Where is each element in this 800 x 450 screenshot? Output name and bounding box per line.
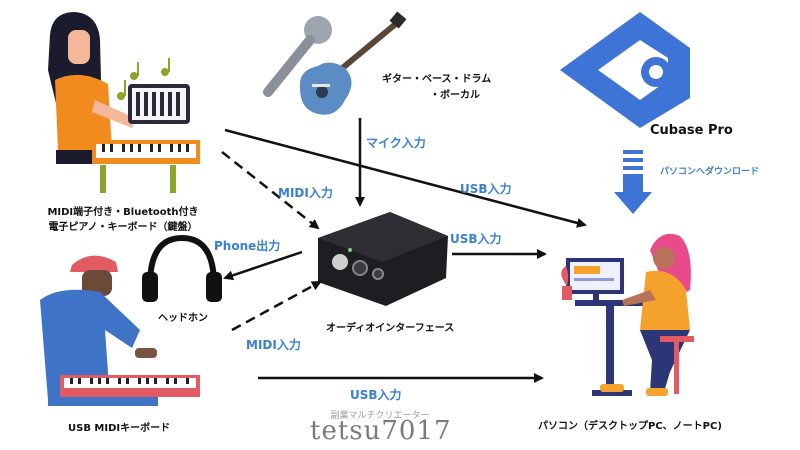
edge-label-usb-input-piano: USB入力 (460, 182, 512, 196)
edge-label-download: パソコンへダウンロード (660, 167, 760, 177)
usb-keyboard-label: USB MIDIキーボード (68, 423, 171, 434)
pc-user-illustration (561, 233, 694, 396)
piano-label-line2: 電子ピアノ・キーボード（鍵盤） (48, 222, 198, 233)
headphones-label: ヘッドホン (158, 313, 208, 324)
piano-label-line1: MIDI端子付き・Bluetooth付き (47, 207, 199, 218)
audio-interface-illustration (318, 212, 448, 306)
music-note-icon (117, 58, 170, 100)
watermark-subtitle: 副業マルチクリエーター (330, 411, 430, 421)
pc-label: パソコン（デスクトップPC、ノートPC) (538, 421, 722, 432)
edge-keyboard-to-interface (231, 280, 322, 332)
edge-label-usb-input-keyboard: USB入力 (350, 388, 402, 402)
usb-keyboard-player-illustration (40, 255, 200, 406)
edge-label-usb-input-interface: USB入力 (450, 232, 502, 246)
watermark-name: tetsu7017 (310, 416, 452, 446)
instruments-label-line2: ・ボーカル (430, 90, 480, 101)
cubase-label: Cubase Pro (650, 123, 733, 138)
edge-label-phone-output: Phone出力 (214, 239, 281, 253)
microphone-icon (263, 16, 332, 97)
instruments-label-line1: ギター・ベース・ドラム (382, 74, 492, 85)
edge-label-midi-input-bottom: MIDI入力 (246, 338, 301, 352)
edge-piano-to-interface (221, 151, 320, 230)
edge-piano-to-pc (224, 128, 587, 228)
piano-player-illustration (48, 12, 200, 193)
edge-label-mic-input: マイク入力 (366, 136, 426, 150)
edge-label-midi-input-top: MIDI入力 (278, 186, 333, 200)
headphones-icon (142, 234, 222, 302)
edge-interface-to-headphones (223, 250, 303, 281)
guitar-icon (299, 11, 407, 115)
download-arrow-icon (614, 150, 652, 214)
cubase-logo (560, 12, 690, 128)
interface-label: オーディオインターフェース (326, 323, 455, 334)
